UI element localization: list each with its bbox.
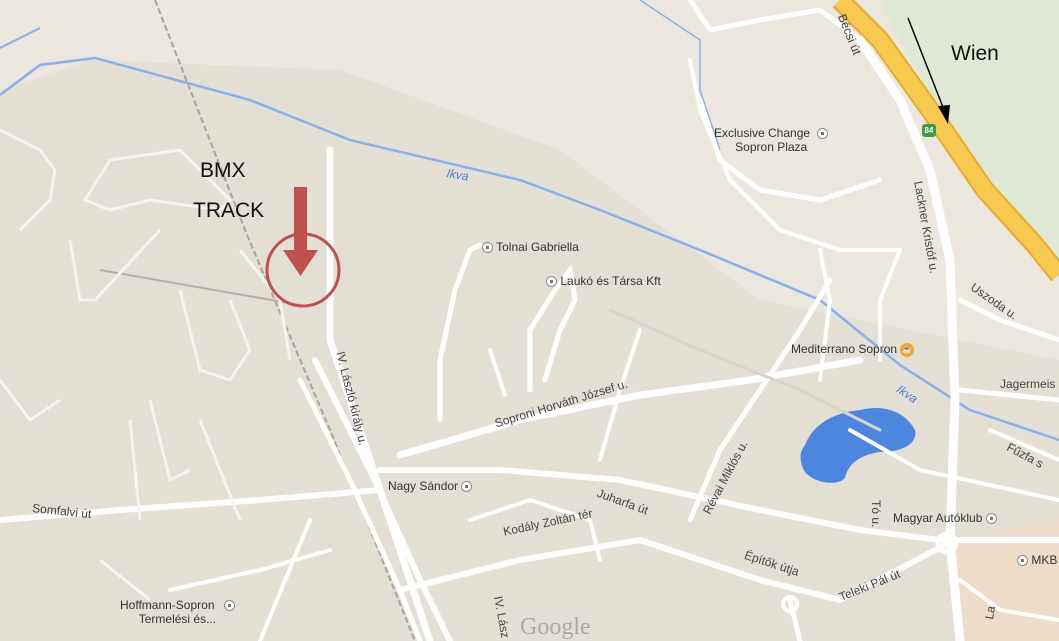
poi-mediterrano-label: Mediterrano Sopron bbox=[791, 342, 898, 356]
poi-nagy-sandor[interactable]: Nagy Sándor bbox=[388, 479, 473, 493]
poi-tolnai-gabriella[interactable]: Tolnai Gabriella bbox=[482, 240, 579, 254]
poi-marker-icon bbox=[223, 600, 235, 612]
poi-magyar-autoklub-label: Magyar Autóklub bbox=[893, 511, 983, 525]
poi-marker-icon bbox=[546, 276, 557, 288]
poi-magyar-autoklub[interactable]: Magyar Autóklub bbox=[893, 511, 997, 525]
poi-hoffmann-line1: Hoffmann-Sopron bbox=[120, 598, 215, 612]
street-label-la: La bbox=[982, 604, 999, 621]
poi-hoffmann-line2: Termelési és... bbox=[138, 612, 217, 626]
poi-lauko[interactable]: Laukó és Társa Kft bbox=[546, 274, 661, 288]
direction-label-wien: Wien bbox=[951, 42, 999, 65]
bmx-label-line2: TRACK bbox=[193, 199, 265, 222]
poi-marker-icon bbox=[985, 513, 997, 525]
poi-mkb-label: MKB bbox=[1031, 553, 1058, 567]
poi-mkb[interactable]: MKB bbox=[1017, 553, 1057, 567]
poi-marker-icon bbox=[482, 242, 493, 254]
bmx-label-line1: BMX bbox=[200, 159, 246, 182]
street-label-jagermeis: Jagermeis bbox=[1000, 377, 1056, 391]
street-label-to: Tó u. bbox=[869, 500, 883, 528]
poi-lauko-label: Laukó és Társa Kft bbox=[560, 274, 661, 288]
poi-tolnai-label: Tolnai Gabriella bbox=[496, 240, 579, 254]
poi-nagy-sandor-label: Nagy Sándor bbox=[388, 479, 459, 493]
poi-mediterrano[interactable]: Mediterrano Sopron ☕ bbox=[791, 342, 915, 357]
poi-exclusive-change[interactable]: Exclusive Change Sopron Plaza bbox=[714, 126, 829, 154]
poi-hoffmann[interactable]: Hoffmann-Sopron Termelési és... bbox=[120, 598, 235, 626]
bmx-circle bbox=[265, 232, 341, 308]
poi-marker-icon bbox=[817, 128, 829, 140]
poi-exclusive-change-line2: Sopron Plaza bbox=[735, 140, 808, 154]
poi-marker-icon bbox=[1017, 555, 1028, 567]
poi-exclusive-change-line1: Exclusive Change bbox=[714, 126, 811, 140]
poi-marker-icon bbox=[461, 481, 473, 493]
road-shield-84: 84 bbox=[922, 124, 936, 137]
cafe-icon: ☕ bbox=[900, 342, 915, 357]
google-logo: Google bbox=[520, 614, 591, 640]
